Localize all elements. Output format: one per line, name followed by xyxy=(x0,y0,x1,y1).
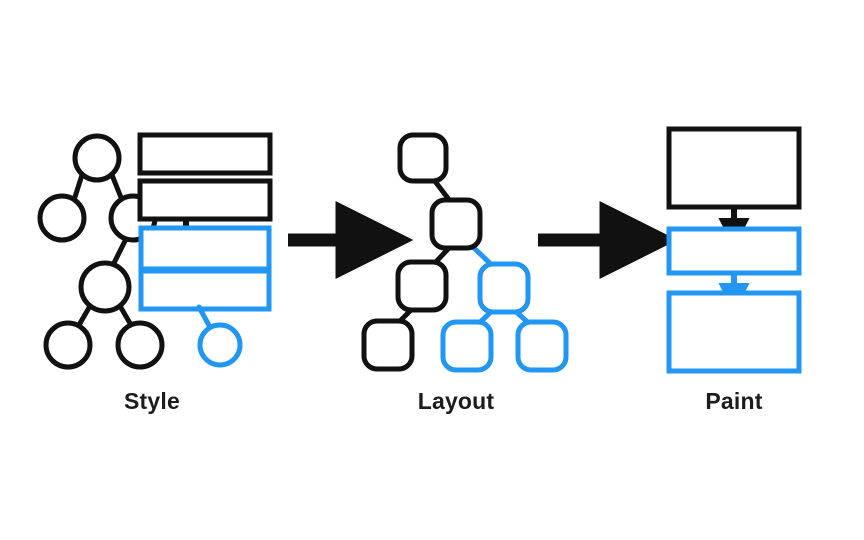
paint-layer-box-3[interactable] xyxy=(666,290,802,374)
stage-label-style: Style xyxy=(124,388,180,414)
dom-edge-n1-n2 xyxy=(71,172,85,203)
layout-node-highlighted[interactable] xyxy=(477,261,531,315)
layout-node-leaf-a[interactable] xyxy=(361,318,415,372)
layout-node-highlighted-leaf-b[interactable] xyxy=(515,319,569,373)
dom-node-leaf-b[interactable] xyxy=(115,320,165,370)
layout-tree-nodes xyxy=(361,132,569,373)
layout-node-c[interactable] xyxy=(395,259,449,313)
style-rule-box-3[interactable] xyxy=(138,225,272,272)
layout-node-root[interactable] xyxy=(397,132,449,184)
style-rule-boxes-highlighted xyxy=(138,225,272,312)
layout-node-highlighted-leaf-a[interactable] xyxy=(440,319,494,373)
dom-edge-n4-n6 xyxy=(117,303,134,328)
style-rule-boxes xyxy=(137,132,273,222)
style-rule-box-4[interactable] xyxy=(138,268,272,312)
paint-stage-group xyxy=(666,126,802,374)
paint-layer-box-2[interactable] xyxy=(666,226,802,276)
dom-edge-n3-n4 xyxy=(110,236,129,268)
paint-layer-box-1[interactable] xyxy=(666,126,802,210)
style-rule-box-1[interactable] xyxy=(137,132,273,176)
dom-edge-n4-n5 xyxy=(76,303,93,328)
style-rule-box-2[interactable] xyxy=(137,178,273,222)
dom-edge-n1-n3 xyxy=(109,172,125,203)
style-stage-group xyxy=(37,132,273,370)
dom-tree-edges xyxy=(71,172,134,328)
dom-node-root[interactable] xyxy=(72,133,122,183)
layout-node-b[interactable] xyxy=(429,197,483,251)
stage-label-paint: Paint xyxy=(705,388,763,414)
dom-node-child-c[interactable] xyxy=(78,260,132,314)
dom-node-child-a[interactable] xyxy=(37,193,87,243)
dom-node-leaf-a[interactable] xyxy=(43,320,93,370)
dom-node-highlighted[interactable] xyxy=(197,322,243,368)
layout-stage-group xyxy=(361,132,569,373)
style-blue-connector xyxy=(196,304,214,332)
stage-label-layout: Layout xyxy=(417,388,495,414)
